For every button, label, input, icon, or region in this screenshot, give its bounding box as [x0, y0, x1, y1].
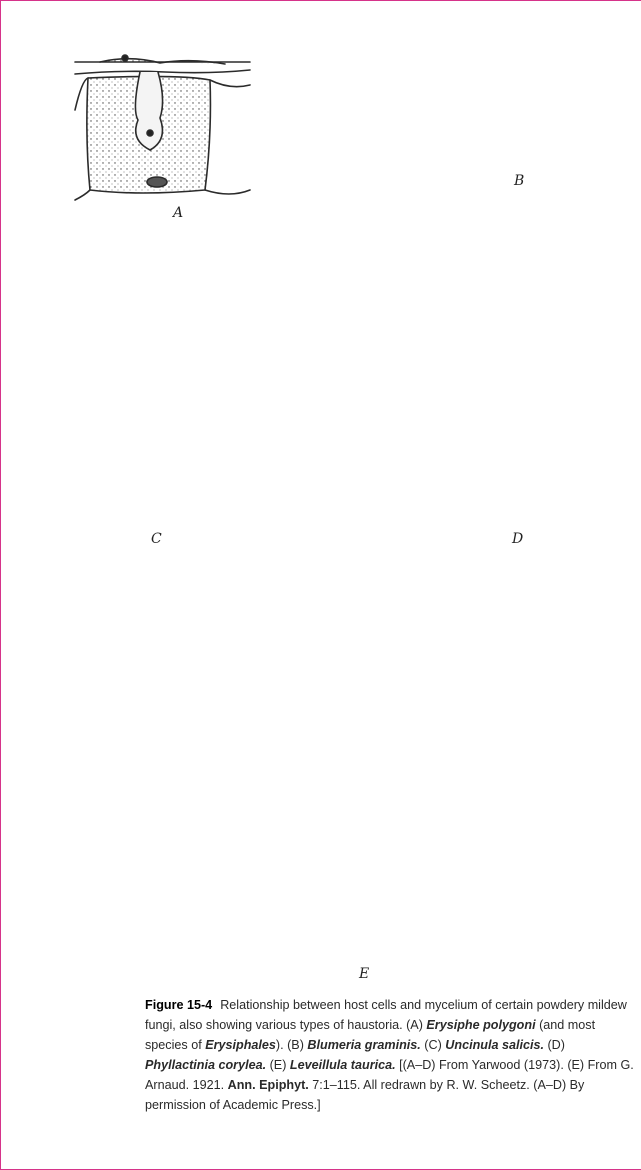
caption-text-6: (E)	[266, 1058, 290, 1072]
panel-label-a: A	[173, 205, 183, 221]
caption-species-d: Phyllactinia corylea.	[145, 1058, 266, 1072]
caption-species-c: Uncinula salicis.	[445, 1038, 544, 1052]
caption-journal: Ann. Epiphyt.	[228, 1078, 309, 1092]
caption-order-a: Erysiphales	[205, 1038, 276, 1052]
panel-label-b: B	[514, 173, 524, 189]
caption-text-3: ). (B)	[276, 1038, 307, 1052]
panel-label-d: D	[512, 531, 523, 547]
caption-species-e: Leveillula taurica.	[290, 1058, 396, 1072]
panel-label-c: C	[151, 531, 162, 547]
panel-label-e: E	[359, 966, 369, 982]
caption-text-5: (D)	[544, 1038, 565, 1052]
caption-species-b: Blumeria graminis.	[307, 1038, 420, 1052]
panel-a-drawing	[75, 55, 250, 200]
caption-species-a: Erysiphe polygoni	[426, 1018, 535, 1032]
figure-number: Figure 15-4	[145, 998, 212, 1012]
caption-text-4: (C)	[421, 1038, 445, 1052]
